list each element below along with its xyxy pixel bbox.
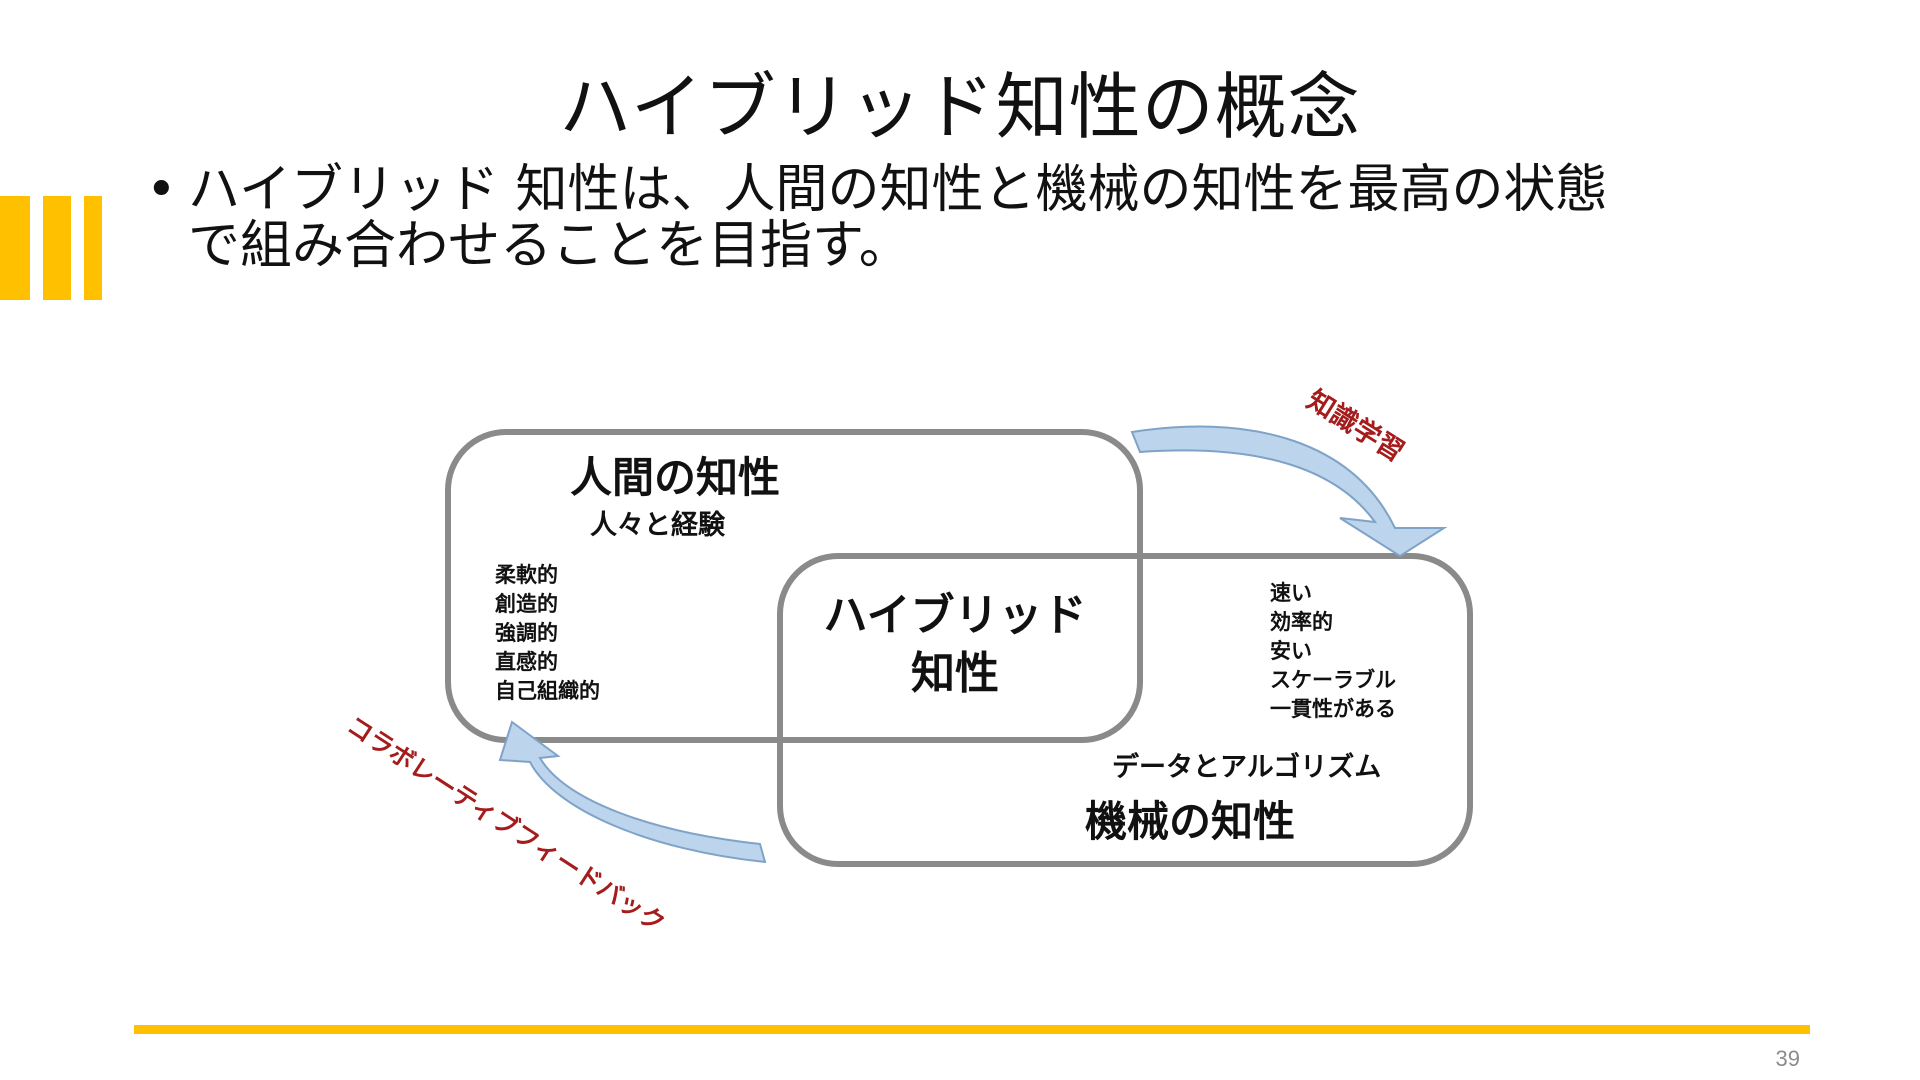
bullet-marker: • [146, 160, 177, 220]
hybrid-label-line-2: 知性 [911, 648, 999, 699]
human-box-title: 人間の知性 [570, 453, 780, 502]
machine-intelligence-box [777, 553, 1473, 867]
hybrid-label-line-1: ハイブリッド [823, 590, 1086, 641]
human-trait: 柔軟的 [495, 563, 558, 587]
accent-bars [0, 196, 110, 300]
knowledge-learning-arrow [1130, 425, 1448, 558]
accent-bar-1 [0, 196, 30, 300]
human-trait: 自己組織的 [495, 679, 600, 703]
human-intelligence-box [445, 429, 1143, 743]
slide-title: ハイブリッド知性の概念 [559, 65, 1361, 149]
machine-trait: スケーラブル [1270, 668, 1396, 692]
machine-trait: 一貫性がある [1270, 697, 1396, 721]
bullet-text: ハイブリッド 知性は、人間の知性と機械の知性を最高の状態 で組み合わせることを目… [188, 162, 1748, 274]
human-trait: 創造的 [495, 592, 558, 616]
machine-box-title: 機械の知性 [1085, 797, 1295, 846]
accent-bar-3 [84, 196, 102, 300]
machine-trait: 効率的 [1270, 610, 1333, 634]
bottom-rule [134, 1025, 1810, 1034]
human-box-subtitle: 人々と経験 [590, 509, 726, 541]
human-trait: 直感的 [495, 650, 558, 674]
accent-bar-2 [43, 196, 71, 300]
page-number: 39 [1775, 1046, 1800, 1071]
human-trait: 強調的 [495, 621, 558, 645]
bullet-line-1: ハイブリッド 知性は、人間の知性と機械の知性を最高の状態 [188, 160, 1608, 220]
bullet-line-2: で組み合わせることを目指す。 [188, 216, 911, 276]
machine-trait: 速い [1270, 581, 1312, 605]
machine-box-subtitle: データとアルゴリズム [1112, 751, 1381, 783]
collaborative-feedback-arrow [498, 720, 767, 864]
machine-trait: 安い [1270, 639, 1312, 663]
